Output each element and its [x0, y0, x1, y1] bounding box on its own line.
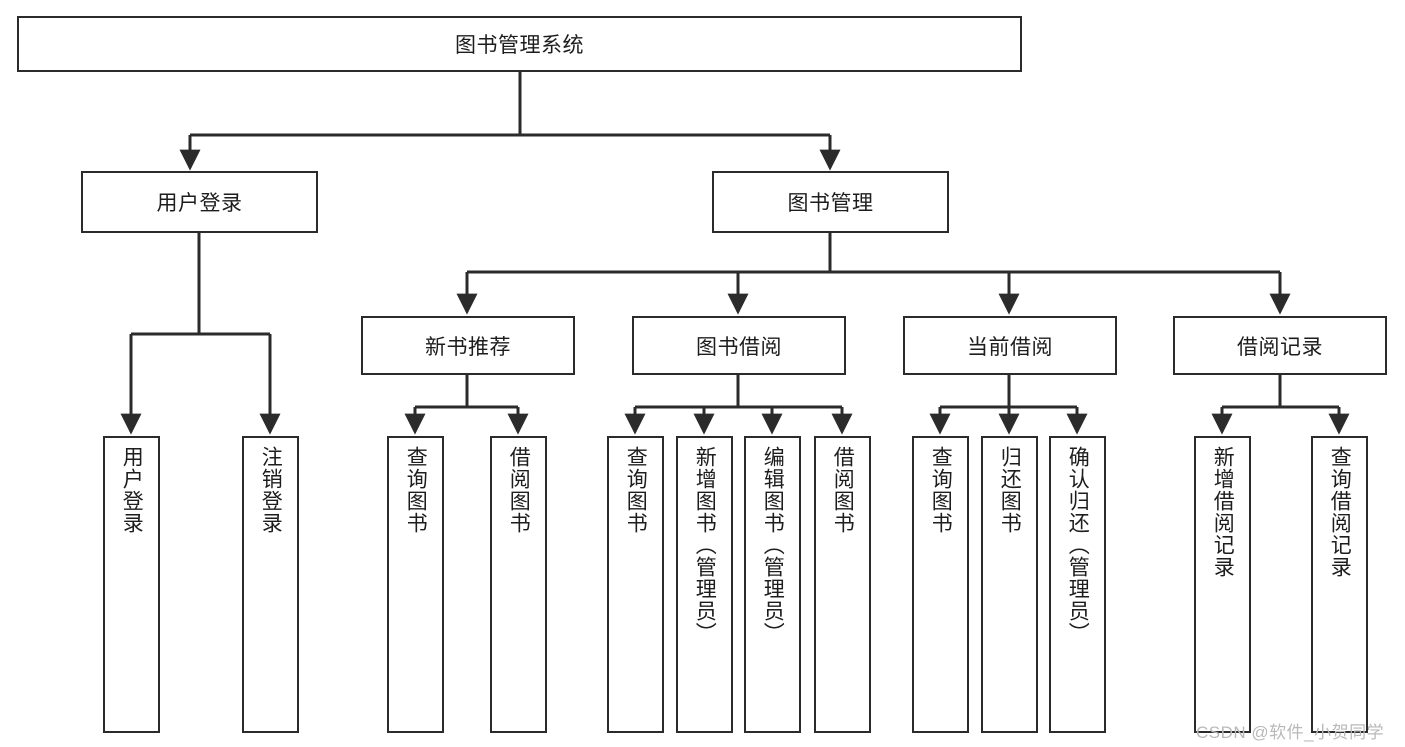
- leaf-borrow-book-1[interactable]: 借阅图书: [490, 436, 547, 733]
- node-borrow-record-label: 借阅记录: [1237, 335, 1323, 359]
- leaf-query-book-1-label: 查询图书: [404, 446, 428, 534]
- leaf-borrow-book-1-label: 借阅图书: [507, 446, 531, 534]
- leaf-query-book-1[interactable]: 查询图书: [387, 436, 444, 733]
- leaf-logout[interactable]: 注销登录: [242, 436, 299, 733]
- leaf-add-record[interactable]: 新增借阅记录: [1194, 436, 1251, 733]
- node-user-login[interactable]: 用户登录: [81, 171, 318, 233]
- leaf-query-record-label: 查询借阅记录: [1328, 446, 1352, 578]
- node-root-label: 图书管理系统: [455, 34, 584, 57]
- leaf-add-book[interactable]: 新增图书（管理员）: [676, 436, 733, 733]
- node-root[interactable]: 图书管理系统: [17, 16, 1022, 72]
- node-new-book-rec-label: 新书推荐: [425, 335, 511, 359]
- leaf-edit-book-label: 编辑图书（管理员）: [761, 446, 785, 644]
- leaf-logout-label: 注销登录: [259, 446, 283, 534]
- node-current-borrow[interactable]: 当前借阅: [903, 316, 1117, 375]
- leaf-add-book-label: 新增图书（管理员）: [693, 446, 717, 644]
- node-book-borrow[interactable]: 图书借阅: [632, 316, 846, 375]
- leaf-return-book[interactable]: 归还图书: [981, 436, 1038, 733]
- leaf-add-record-label: 新增借阅记录: [1211, 446, 1235, 578]
- node-new-book-rec[interactable]: 新书推荐: [361, 316, 575, 375]
- leaf-user-login-label: 用户登录: [120, 446, 144, 534]
- leaf-borrow-book-2[interactable]: 借阅图书: [814, 436, 871, 733]
- csdn-watermark: CSDN @软件_小贺同学: [1196, 723, 1385, 742]
- leaf-query-book-2-label: 查询图书: [624, 446, 648, 534]
- node-borrow-record[interactable]: 借阅记录: [1173, 316, 1387, 375]
- leaf-query-book-3[interactable]: 查询图书: [912, 436, 969, 733]
- node-book-manage[interactable]: 图书管理: [712, 171, 949, 233]
- leaf-query-book-3-label: 查询图书: [929, 446, 953, 534]
- leaf-borrow-book-2-label: 借阅图书: [831, 446, 855, 534]
- node-current-borrow-label: 当前借阅: [967, 335, 1053, 359]
- node-user-login-label: 用户登录: [156, 192, 243, 215]
- node-book-manage-label: 图书管理: [787, 192, 874, 215]
- leaf-user-login[interactable]: 用户登录: [103, 436, 160, 733]
- leaf-confirm-return[interactable]: 确认归还（管理员）: [1049, 436, 1106, 733]
- leaf-query-record[interactable]: 查询借阅记录: [1311, 436, 1368, 733]
- leaf-return-book-label: 归还图书: [998, 446, 1022, 534]
- leaf-confirm-return-label: 确认归还（管理员）: [1066, 446, 1090, 644]
- leaf-edit-book[interactable]: 编辑图书（管理员）: [744, 436, 801, 733]
- leaf-query-book-2[interactable]: 查询图书: [607, 436, 664, 733]
- node-book-borrow-label: 图书借阅: [696, 335, 782, 359]
